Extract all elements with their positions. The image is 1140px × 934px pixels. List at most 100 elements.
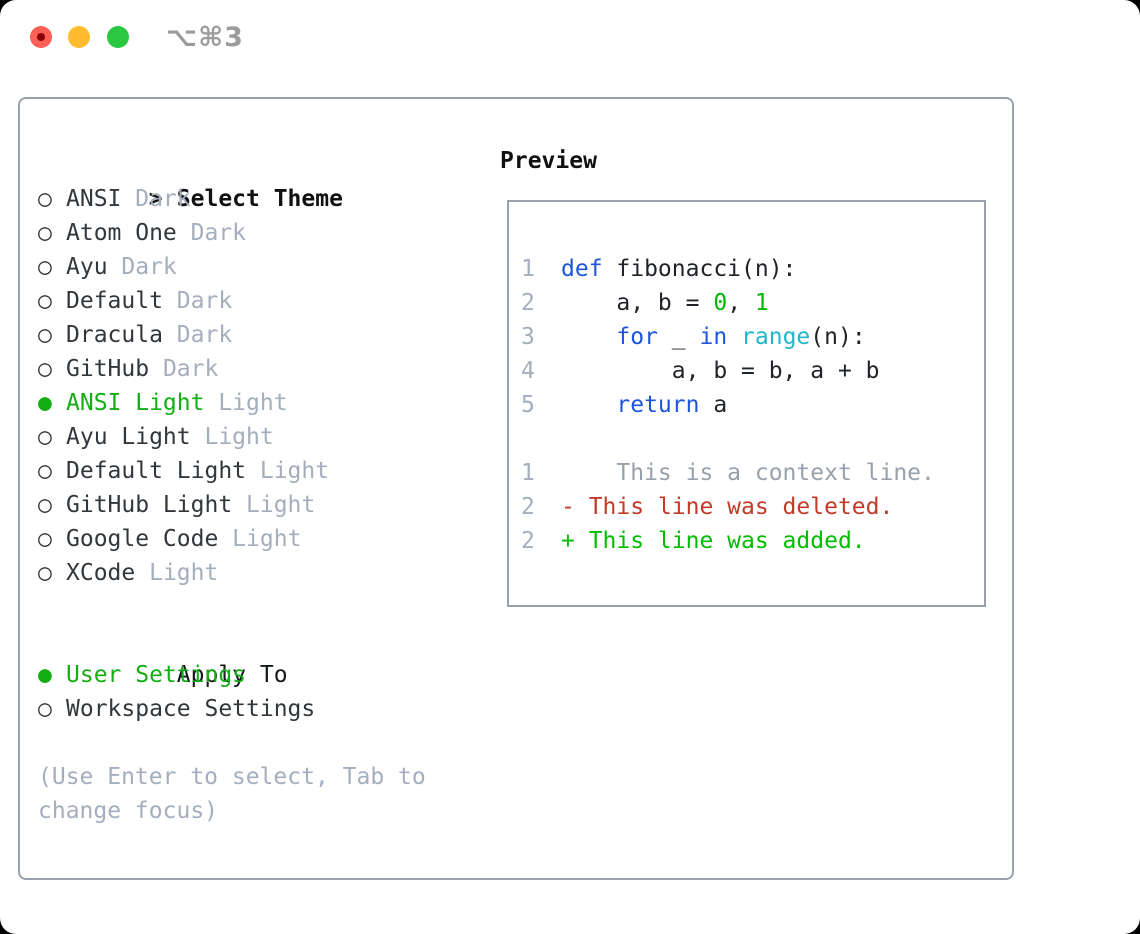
code-line: 5 return a xyxy=(521,388,984,422)
theme-option-label: Default Light xyxy=(66,458,247,484)
theme-variant-label: Dark xyxy=(162,288,233,314)
theme-option-label: Google Code xyxy=(66,526,219,552)
radio-checked-icon: ● xyxy=(38,390,52,416)
zoom-button[interactable] xyxy=(107,26,129,48)
code-line: 1 def fibonacci(n): xyxy=(521,252,984,286)
theme-option-label: Default xyxy=(66,288,163,314)
theme-list: ○ ANSI Dark ○ Atom One Dark ○ Ayu Dark ○ Defaul… xyxy=(38,182,478,590)
theme-option-ayu[interactable]: ○ Ayu Dark xyxy=(38,250,478,284)
select-theme-header: > Select Theme xyxy=(38,148,478,212)
theme-picker-window: >Select Theme ○ANSI Dark○Atom One Dark○A… xyxy=(18,97,1014,880)
code-segment: in xyxy=(699,324,728,350)
code-segment: This is a context line. xyxy=(561,460,935,486)
theme-panel: >Select Theme ○ANSI Dark○Atom One Dark○A… xyxy=(38,148,478,828)
theme-option-label: Dracula xyxy=(66,322,163,348)
theme-option-label: Atom One xyxy=(66,220,177,246)
theme-variant-label: Light xyxy=(246,458,330,484)
theme-variant-label: Dark xyxy=(176,220,247,246)
radio-unchecked-icon: ○ xyxy=(38,458,52,484)
theme-option-ansi[interactable]: ○ANSI Dark xyxy=(38,182,478,216)
code-segment: range xyxy=(741,324,811,350)
theme-variant-label: Dark xyxy=(149,356,219,382)
preview-header: Preview xyxy=(500,148,597,174)
spacer xyxy=(38,590,478,624)
theme-option-label: XCode xyxy=(66,560,136,586)
radio-unchecked-icon: ○ xyxy=(38,560,52,586)
code-segment: _ xyxy=(657,324,700,350)
code-segment: a, b = xyxy=(561,290,714,316)
apply-option-workspace-settings[interactable]: ○ Workspace Settings xyxy=(38,692,478,726)
theme-option-atom-one[interactable]: ○ Atom One Dark xyxy=(38,216,478,250)
theme-option-label: GitHub xyxy=(66,356,150,382)
theme-option-github[interactable]: ○ GitHub Dark xyxy=(38,352,478,386)
line-number: 5 xyxy=(521,392,535,418)
theme-variant-label: Light xyxy=(135,560,219,586)
code-line: 3 for _ in range(n): xyxy=(521,320,984,354)
code-segment: def xyxy=(561,256,603,282)
code-line: 1 This is a context line. xyxy=(521,456,984,490)
code-segment: 1 xyxy=(754,290,769,316)
code-segment: for xyxy=(616,324,658,350)
theme-option-ansi-light[interactable]: ●ANSI Light Light xyxy=(38,386,478,420)
blank-line xyxy=(521,218,984,252)
line-number: 2 xyxy=(521,528,535,554)
theme-variant-label: Dark xyxy=(162,322,233,348)
theme-option-default-light[interactable]: ○ Default Light Light xyxy=(38,454,478,488)
theme-option-ayu-light[interactable]: ○Ayu Light Light xyxy=(38,420,478,454)
radio-unchecked-icon: ○ xyxy=(38,424,52,450)
radio-unchecked-icon: ○ xyxy=(38,254,52,280)
radio-unchecked-icon: ○ xyxy=(38,220,52,246)
code-segment: 0 xyxy=(713,290,728,316)
radio-unchecked-icon: ○ xyxy=(38,186,52,212)
apply-option-user-settings[interactable]: ● User Settings xyxy=(38,658,478,692)
theme-variant-label: Light xyxy=(218,526,302,552)
code-segment: - This line was deleted. xyxy=(561,494,894,520)
theme-option-dracula[interactable]: ○ Dracula Dark xyxy=(38,318,478,352)
code-segment: , xyxy=(727,290,755,316)
line-number: 1 xyxy=(521,256,535,282)
code-segment: return xyxy=(616,392,700,418)
apply-option-label: User Settings xyxy=(66,662,247,688)
theme-option-label: Ayu xyxy=(66,254,108,280)
radio-checked-icon: ● xyxy=(38,662,52,688)
theme-variant-label: Light xyxy=(190,424,274,450)
theme-option-label: ANSI Light xyxy=(66,390,205,416)
apply-to-header-label: Apply To xyxy=(176,662,288,688)
theme-option-google-code[interactable]: ○ Google Code Light xyxy=(38,522,478,556)
code-segment xyxy=(727,324,741,350)
code-segment: a, b = b, a + b xyxy=(561,358,880,384)
theme-option-xcode[interactable]: ○ XCode Light xyxy=(38,556,478,590)
line-number: 4 xyxy=(521,358,535,384)
radio-unchecked-icon: ○ xyxy=(38,288,52,314)
minimize-button[interactable] xyxy=(68,26,90,48)
code-segment: fibonacci(n): xyxy=(602,256,797,282)
radio-unchecked-icon: ○ xyxy=(38,356,52,382)
theme-option-github-light[interactable]: ○GitHub Light Light xyxy=(38,488,478,522)
code-segment xyxy=(561,324,616,350)
theme-option-label: ANSI xyxy=(66,186,122,212)
theme-option-default[interactable]: ○ Default Dark xyxy=(38,284,478,318)
close-button[interactable] xyxy=(30,26,52,48)
theme-variant-label: Dark xyxy=(107,254,177,280)
radio-unchecked-icon: ○ xyxy=(38,526,52,552)
code-segment xyxy=(561,392,616,418)
code-line: 4 a, b = b, a + b xyxy=(521,354,984,388)
hint-line: (Use Enter to select, Tab to xyxy=(38,764,426,790)
radio-unchecked-icon: ○ xyxy=(38,322,52,348)
line-number: 2 xyxy=(521,290,535,316)
hint-text: (Use Enter to select, Tab to change focu… xyxy=(38,760,478,828)
code-line: 2 a, b = 0, 1 xyxy=(521,286,984,320)
titlebar: ⌥⌘3 xyxy=(0,0,1140,74)
radio-unchecked-icon: ○ xyxy=(38,696,52,722)
line-number: 3 xyxy=(521,324,535,350)
code-line: 2+ This line was added. xyxy=(521,524,984,558)
line-number: 1 xyxy=(521,460,535,486)
theme-variant-label: Light xyxy=(232,492,316,518)
select-theme-header-label: Select Theme xyxy=(176,186,343,212)
apply-option-label: Workspace Settings xyxy=(66,696,316,722)
code-segment: a xyxy=(699,392,728,418)
cursor-icon: > xyxy=(148,186,163,212)
hint-line: change focus) xyxy=(38,798,219,824)
